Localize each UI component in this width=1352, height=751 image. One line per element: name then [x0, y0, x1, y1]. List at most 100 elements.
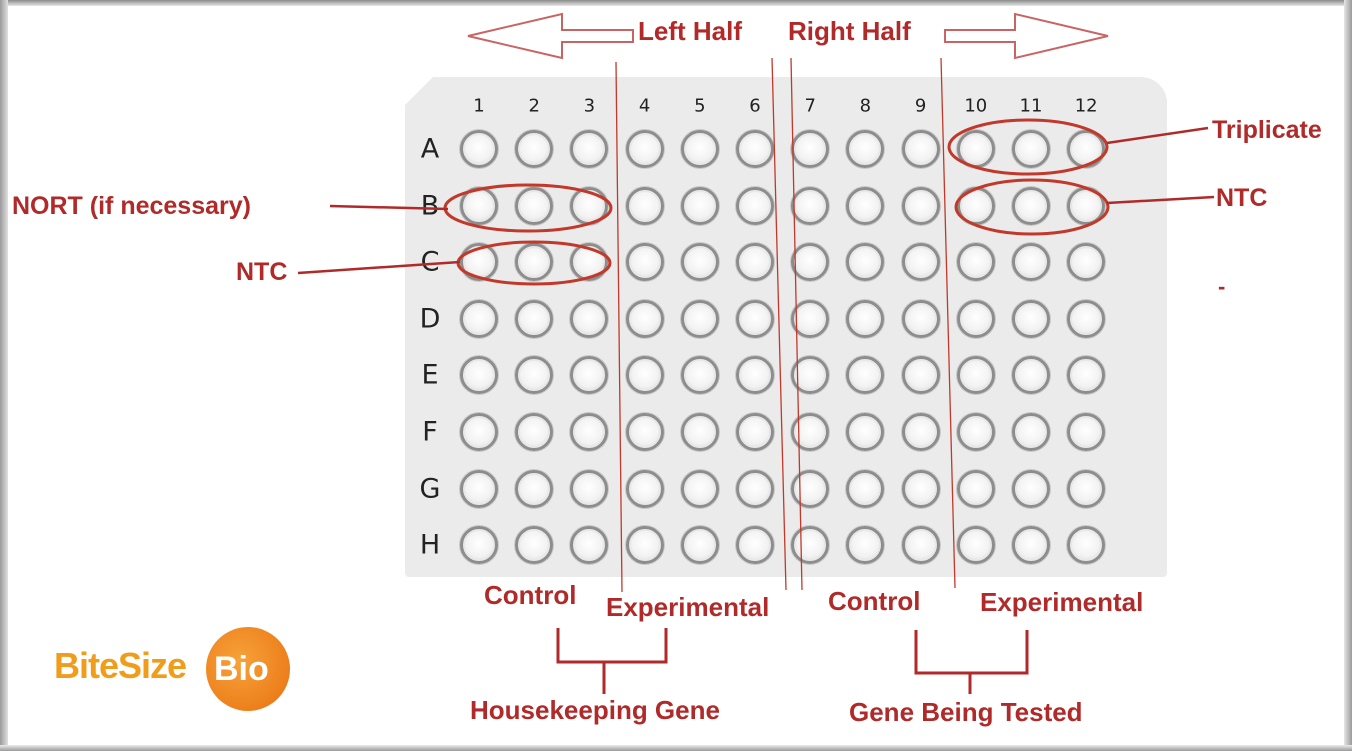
plate-well [515, 299, 554, 338]
plate-well [901, 299, 940, 338]
ntc-ellipse-c-left [456, 240, 612, 286]
ntc-right-leader [1106, 195, 1215, 205]
plate-well [901, 186, 940, 225]
divider-line-2 [771, 57, 787, 591]
right-arrow-shape [944, 12, 1109, 60]
plate-well [1012, 413, 1050, 451]
ntc-left-leader [297, 260, 461, 275]
plate-well [791, 243, 830, 282]
plate-well [515, 186, 554, 225]
row-label: D [419, 303, 441, 335]
row-label: A [420, 133, 440, 165]
plate-well [625, 243, 664, 282]
plate-well [680, 243, 719, 282]
plate-well [625, 299, 664, 338]
plate-well [901, 243, 940, 282]
ntc-ellipse-b-right [954, 178, 1110, 236]
plate-well [1012, 356, 1050, 395]
plate-well [901, 526, 940, 565]
plate-well [460, 299, 498, 338]
plate-well [846, 526, 885, 565]
plate-well [680, 469, 719, 508]
column-label: 9 [914, 95, 927, 117]
plate-well [846, 299, 885, 338]
plate-well [680, 356, 719, 395]
nort-label: NORT (if necessary) [12, 192, 251, 220]
plate-well [570, 526, 609, 565]
plate-well [956, 299, 995, 338]
plate-well [791, 186, 830, 225]
plate-well [625, 469, 664, 508]
plate-well [625, 356, 664, 395]
column-label: 2 [528, 95, 540, 117]
plate-well [956, 526, 995, 565]
logo-orange-circle [206, 627, 290, 711]
triplicate-leader [1106, 126, 1209, 145]
row-label: H [419, 529, 441, 561]
plate-well [791, 299, 830, 338]
column-label: 1 [473, 95, 485, 117]
plate-well [901, 356, 940, 395]
triplicate-ellipse-a [947, 118, 1109, 176]
plate-well [1012, 469, 1050, 508]
plate-well [736, 130, 774, 168]
plate-well [736, 243, 774, 282]
plate-well [956, 186, 995, 225]
column-label: 12 [1074, 95, 1098, 117]
plate-well [736, 413, 774, 451]
plate-well [680, 526, 719, 565]
plate-well [791, 356, 830, 395]
right-half-label: Right Half [788, 16, 911, 46]
row-label: G [419, 473, 441, 505]
plate-well [736, 526, 774, 565]
plate-well [901, 413, 940, 451]
ntc-right-label: NTC [1216, 184, 1268, 212]
plate-well [570, 413, 609, 451]
plate-well [791, 413, 830, 451]
column-label: 11 [1019, 95, 1043, 117]
frame-top [0, 0, 1352, 6]
plate-well [1012, 299, 1050, 338]
plate-well [901, 130, 940, 168]
plate-well [680, 299, 719, 338]
gene-being-tested-label: Gene Being Tested [849, 697, 1083, 727]
plate-well [460, 469, 498, 508]
plate-well [1067, 469, 1106, 508]
frame-right [1344, 0, 1352, 751]
column-label: 5 [694, 95, 706, 117]
row-label: F [422, 416, 438, 448]
plate-well [846, 469, 885, 508]
plate-well [956, 356, 995, 395]
plate-well [625, 413, 664, 451]
row-label: E [421, 359, 439, 391]
plate-well [625, 130, 664, 168]
plate-well [460, 356, 498, 395]
column-label: 3 [583, 95, 596, 117]
logo-text-bitesize: BiteSize [54, 645, 187, 686]
column-label: 10 [964, 95, 988, 117]
plate-well [1067, 526, 1106, 565]
row-label: B [420, 190, 440, 222]
plate-well [846, 413, 885, 451]
plate-well [791, 526, 830, 565]
plate-well [846, 130, 885, 168]
plate-well [846, 186, 885, 225]
plate-well [846, 356, 885, 395]
plate-well [901, 469, 940, 508]
plate-well [1067, 356, 1106, 395]
plate-well [1012, 243, 1050, 282]
nort-ellipse-b-left [443, 183, 613, 233]
plate-well [570, 299, 609, 338]
plate-well [680, 413, 719, 451]
nort-leader [329, 204, 449, 211]
column-label: 6 [749, 95, 761, 117]
plate-well [1067, 299, 1106, 338]
plate-well [846, 243, 885, 282]
column-label: 8 [859, 95, 872, 117]
frame-left [0, 0, 8, 751]
plate-well [515, 356, 554, 395]
plate-well [570, 356, 609, 395]
divider-line-1 [615, 61, 623, 593]
plate-well [956, 243, 995, 282]
